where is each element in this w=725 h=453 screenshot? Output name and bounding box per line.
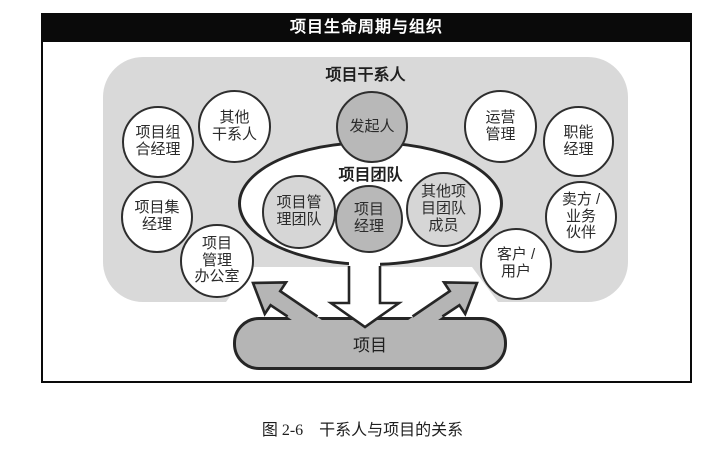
- stakeholder-circle-functional-manager: 职能 经理: [543, 106, 614, 177]
- stakeholder-circle-sponsor: 发起人: [336, 91, 408, 163]
- stakeholders-area-title: 项目干系人: [325, 67, 406, 84]
- stakeholder-circle-customers-users: 客户 / 用户: [480, 228, 552, 300]
- project-box-label: 项目: [353, 336, 387, 355]
- stakeholder-circle-operations-management: 运营 管理: [464, 90, 537, 163]
- diagram-title-bar: 项目生命周期与组织: [41, 13, 692, 42]
- stakeholder-circle-sellers-business-partners: 卖方 / 业务 伙伴: [545, 181, 617, 253]
- project-team-title: 项目团队: [338, 167, 403, 184]
- team-circle-project-management-team: 项目管 理团队: [262, 175, 336, 249]
- stakeholder-circle-program-manager: 项目集 经理: [121, 181, 193, 253]
- project-box: 项目: [233, 317, 507, 370]
- stakeholder-circle-other-stakeholders: 其他 干系人: [198, 90, 271, 163]
- team-circle-project-manager: 项目 经理: [335, 185, 403, 253]
- stakeholder-circle-portfolio-manager: 项目组 合经理: [122, 106, 194, 178]
- team-circle-other-project-team-members: 其他项 目团队 成员: [406, 172, 481, 247]
- stakeholder-circle-pmo: 项目 管理 办公室: [180, 224, 254, 298]
- figure-caption: 图 2-6 干系人与项目的关系: [261, 422, 464, 439]
